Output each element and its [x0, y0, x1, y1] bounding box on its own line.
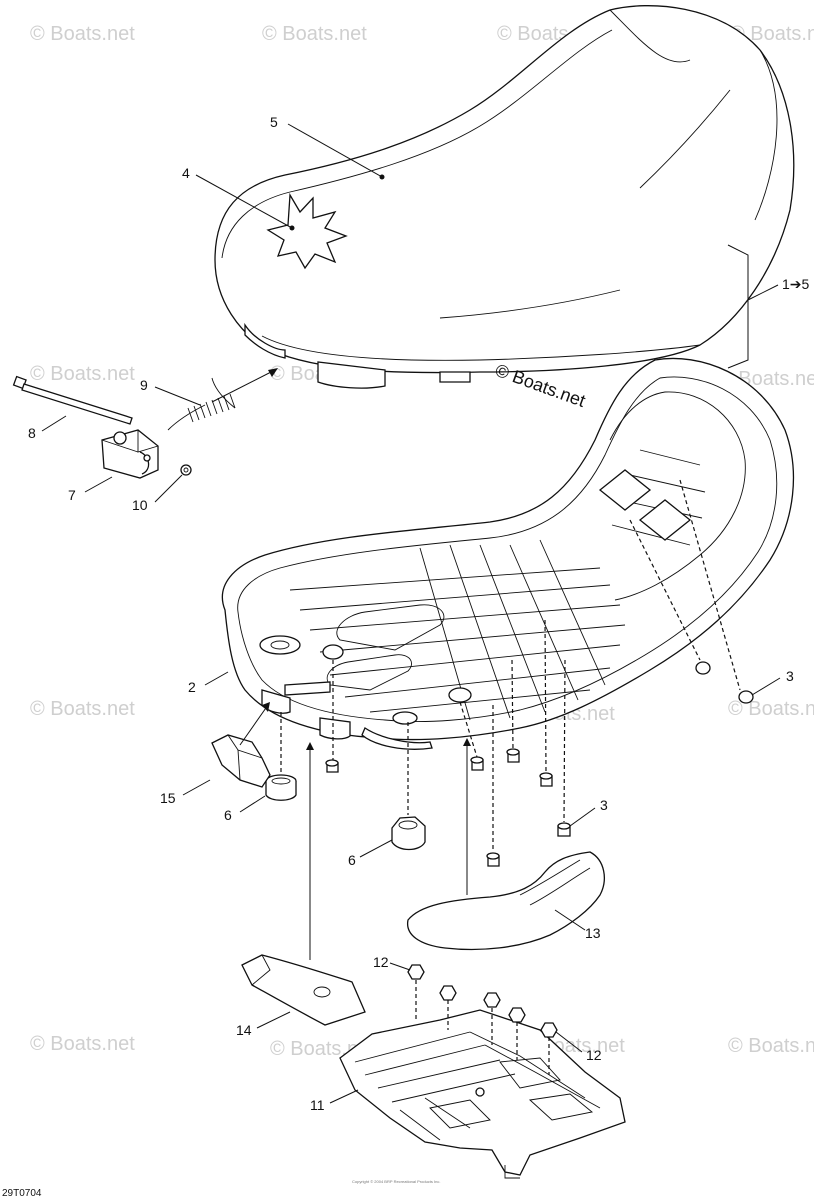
callout-11: 11: [310, 1097, 325, 1113]
callout-15: 15: [160, 790, 176, 806]
callout-12: 12: [373, 954, 389, 970]
callout-5: 5: [270, 114, 278, 130]
callouts: 5 4 1➔5 9 8 7 10 2 3 15 6 3 6 13 12 14 1…: [28, 114, 810, 1113]
seat-base: [221, 357, 794, 750]
callout-2: 2: [188, 679, 196, 695]
callout-3: 3: [600, 797, 608, 813]
deflector: [211, 702, 271, 788]
watermark: © Boats.net: [30, 363, 135, 385]
watermark: © Boats.net: [30, 698, 135, 720]
watermark: © Boats.net: [728, 698, 814, 720]
callout-13: 13: [585, 925, 601, 941]
watermark: © Boats.net: [30, 23, 135, 45]
callout-6: 6: [348, 852, 356, 868]
grommet-right: [629, 479, 754, 704]
copyright-note: Copyright © 2004 BRP Recreational Produc…: [352, 1179, 440, 1184]
callout-4: 4: [182, 165, 190, 181]
callout-14: 14: [236, 1022, 252, 1038]
spring: [167, 377, 236, 431]
skid-plate: [339, 1009, 626, 1179]
watermark: © Boats.net: [30, 1033, 135, 1055]
nut-small: [180, 464, 192, 476]
diagram-code: 29T0704: [2, 1188, 42, 1199]
bolt: [12, 375, 133, 425]
rubber-mount-large: [391, 722, 426, 851]
watermark: © Boats.net: [728, 1035, 814, 1057]
watermark: © Boats.net: [262, 23, 367, 45]
small-plate: [241, 742, 366, 1026]
callout-12: 12: [586, 1047, 602, 1063]
rubber-mount-small: [265, 712, 297, 801]
callout-6: 6: [224, 807, 232, 823]
rear-panel: [407, 738, 605, 951]
callout-3: 3: [786, 668, 794, 684]
flange-bolts: [407, 964, 558, 1075]
leader-lines: [41, 123, 781, 1104]
callout-7: 7: [68, 487, 76, 503]
latch-bracket: [101, 429, 159, 479]
callout-1-to-5: 1➔5: [782, 276, 810, 292]
fasteners: [325, 619, 571, 867]
seat-cover: [214, 5, 795, 389]
callout-10: 10: [132, 497, 148, 513]
seat-label-star: [266, 192, 348, 270]
callout-8: 8: [28, 425, 36, 441]
watermark: © Boats.net: [730, 23, 814, 45]
callout-9: 9: [140, 377, 148, 393]
